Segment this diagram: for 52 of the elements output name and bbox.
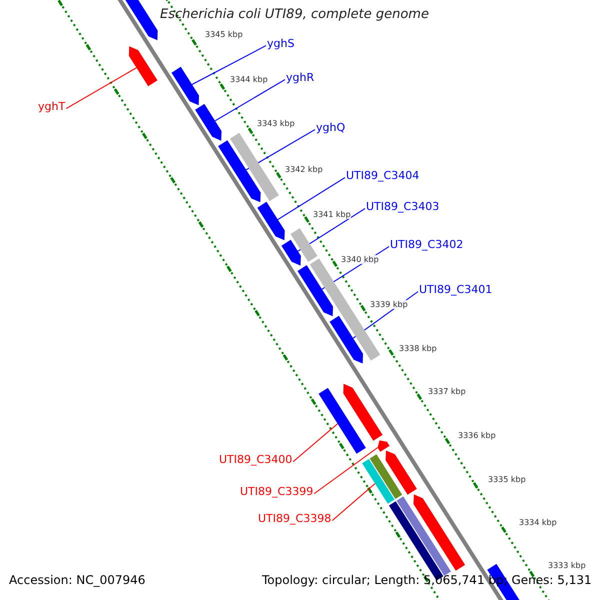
gene-block	[378, 440, 390, 452]
gene-label: yghT	[38, 101, 66, 114]
gene-label: UTI89_C3403	[366, 201, 440, 214]
leader-line	[314, 447, 378, 494]
gene-block	[330, 316, 363, 364]
gene-block	[290, 228, 318, 262]
scale-label: 3340 kbp	[341, 255, 379, 264]
gene-block	[195, 104, 222, 141]
scale-label: 3338 kbp	[399, 344, 437, 354]
scale-label: 3344 kbp	[230, 75, 268, 84]
leader-line	[246, 129, 316, 170]
gene-block	[172, 66, 199, 106]
leader-line	[192, 45, 266, 85]
gene-block	[230, 132, 279, 202]
gene-block	[362, 459, 395, 504]
scale-label: 3335 kbp	[488, 475, 526, 484]
gene-block	[128, 46, 158, 86]
leader-line	[292, 423, 338, 462]
scale-label: 3334 kbp	[519, 518, 557, 528]
gene-label: UTI89_C3399	[240, 486, 314, 499]
gene-label: yghQ	[316, 122, 346, 135]
gene-label: UTI89_C3398	[258, 513, 332, 526]
leader-line	[214, 79, 286, 122]
gene-label: UTI89_C3400	[219, 454, 292, 467]
scale-label: 3337 kbp	[428, 387, 466, 396]
gene-label: yghS	[267, 38, 294, 51]
gene-block	[343, 384, 383, 441]
gene-block	[257, 202, 285, 240]
gene-block	[414, 494, 466, 571]
scale-label: 3345 kbp	[205, 30, 243, 40]
gene-block	[281, 240, 301, 266]
gene-block	[370, 454, 402, 499]
scale-label: 3333 kbp	[548, 561, 586, 570]
scale-label: 3343 kbp	[257, 119, 295, 128]
leader-line	[297, 208, 366, 252]
leader-line	[332, 483, 376, 522]
gene-block	[318, 388, 366, 454]
leader-line	[66, 67, 137, 110]
map-title: Escherichia coli UTI89, complete genome	[160, 8, 429, 23]
gene-block	[298, 265, 333, 316]
gene-block	[386, 450, 417, 495]
scale-label: 3336 kbp	[458, 431, 496, 440]
gene-label: UTI89_C3404	[346, 170, 420, 183]
gene-block	[218, 140, 261, 202]
gene-block	[396, 496, 451, 576]
gene-label: UTI89_C3402	[390, 239, 464, 252]
leader-line	[277, 177, 346, 220]
scale-label: 3339 kbp	[370, 300, 408, 310]
gene-label: UTI89_C3401	[419, 284, 492, 297]
gene-label: yghR	[286, 72, 314, 85]
accession-text: Accession: NC_007946	[9, 574, 146, 588]
scale-label: 3341 kbp	[313, 210, 351, 220]
